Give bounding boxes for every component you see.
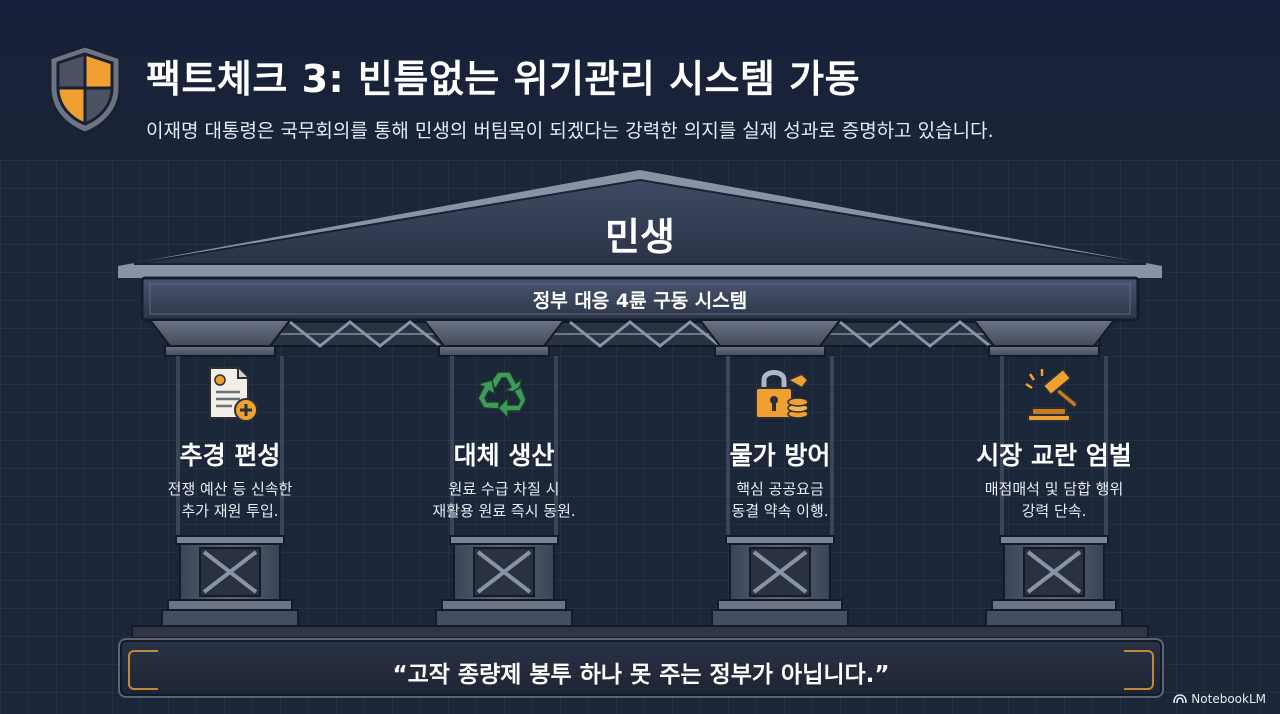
document-plus-icon	[209, 367, 258, 422]
pillar-title: 시장 교란 엄벌	[976, 441, 1132, 470]
header-band	[0, 0, 1280, 160]
pillar-description: 핵심 공공요금 동결 약속 이행.	[731, 480, 829, 520]
notebooklm-icon	[1173, 694, 1188, 704]
quote-accent-right	[1124, 650, 1154, 690]
pillar-description: 매점매석 및 담합 행위 강력 단속.	[984, 480, 1124, 520]
pillar-title: 물가 방어	[729, 441, 831, 470]
pillar-title: 추경 편성	[179, 441, 281, 470]
pillar-card-production: 대체 생산 원료 수급 차질 시 재활용 원료 즉시 동원.	[394, 362, 614, 522]
quote-accent-left	[128, 650, 158, 690]
recycle-icon	[475, 371, 527, 420]
shield-icon	[48, 44, 122, 135]
pillar-description: 전쟁 예산 등 신속한 추가 재원 투입.	[167, 480, 293, 520]
lock-coins-icon	[755, 370, 810, 419]
pillar-card-prices: 물가 방어 핵심 공공요금 동결 약속 이행.	[670, 362, 890, 522]
pillar-card-budget: 추경 편성 전쟁 예산 등 신속한 추가 재원 투입.	[120, 362, 340, 522]
brand-watermark: NotebookLM	[1173, 692, 1266, 706]
roof-label: 민생	[605, 215, 675, 259]
page-subtitle: 이재명 대통령은 국무회의를 통해 민생의 버팀목이 되겠다는 강력한 의지를 …	[146, 120, 994, 142]
brand-label: NotebookLM	[1191, 692, 1266, 706]
pillar-description: 원료 수급 차질 시 재활용 원료 즉시 동원.	[432, 480, 576, 520]
pillar-card-market: 시장 교란 엄벌 매점매석 및 담합 행위 강력 단속.	[944, 362, 1164, 522]
quote-banner: “고작 종량제 봉투 하나 못 주는 정부가 아닙니다.”	[118, 638, 1164, 698]
quote-text: “고작 종량제 봉투 하나 못 주는 정부가 아닙니다.”	[392, 662, 890, 688]
pillar-title: 대체 생산	[453, 441, 555, 470]
beam-label: 정부 대응 4륜 구동 시스템	[532, 290, 748, 312]
page-title: 팩트체크 3: 빈틈없는 위기관리 시스템 가동	[146, 57, 861, 101]
gavel-icon	[1025, 368, 1078, 422]
